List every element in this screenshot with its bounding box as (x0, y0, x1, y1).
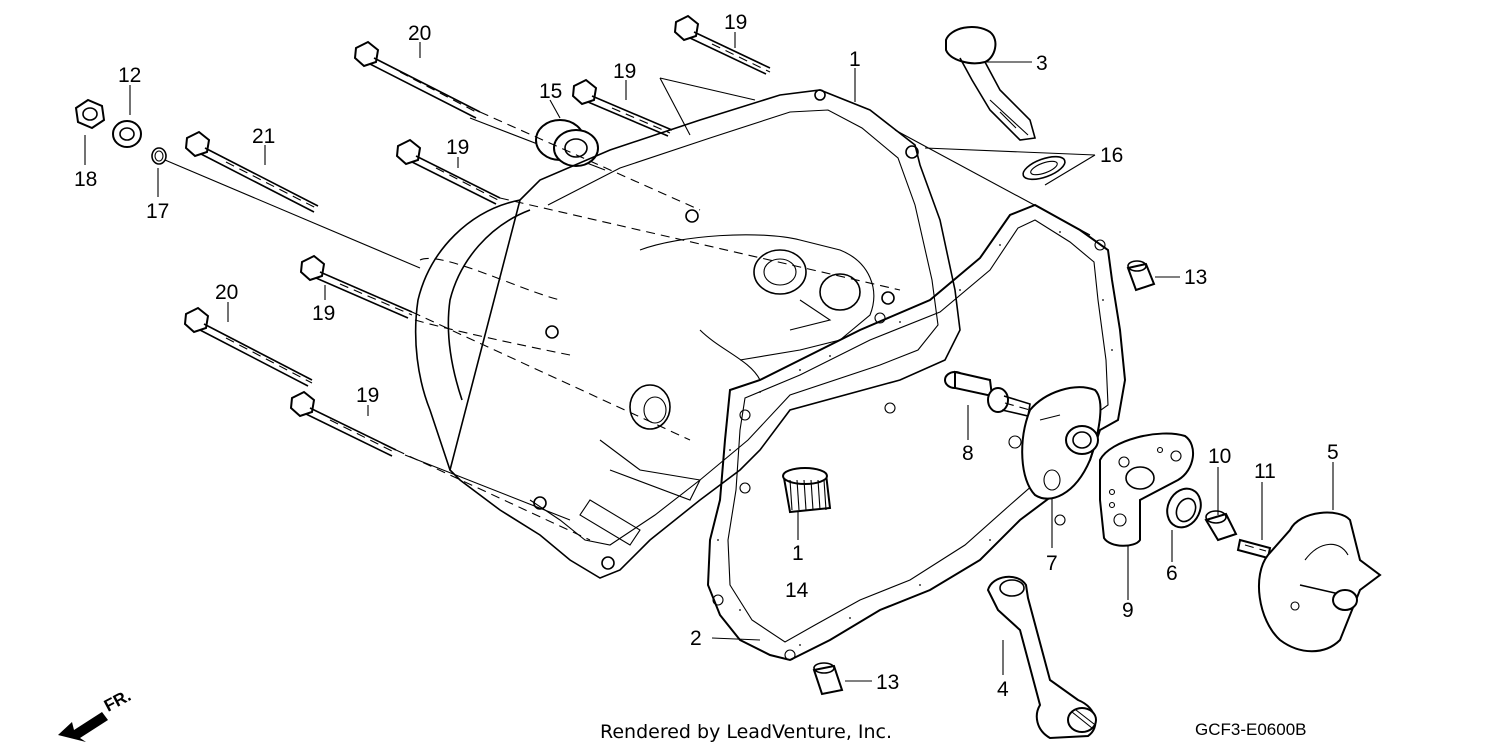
bolt-19-mid-icon (571, 78, 673, 137)
callout-21: 21 (252, 125, 275, 148)
callout-19-c: 19 (446, 136, 469, 159)
callout-17: 17 (146, 200, 169, 223)
callout-13-bottom: 13 (876, 671, 899, 694)
callout-14: 14 (785, 579, 809, 602)
bolt-19-bottom-icon (289, 390, 397, 457)
callout-13-top: 13 (1184, 266, 1207, 289)
callout-19-a: 19 (724, 11, 747, 34)
crankcase-cover-icon (395, 89, 961, 579)
callout-4: 4 (997, 678, 1009, 701)
callout-9: 9 (1122, 599, 1134, 622)
o-ring-16-icon (1022, 155, 1066, 181)
dowel-pin-13-bottom-icon (812, 662, 844, 696)
callout-8: 8 (962, 442, 974, 465)
callout-2: 2 (690, 627, 702, 650)
callout-6: 6 (1166, 562, 1178, 585)
bolt-19-top-icon (673, 14, 771, 75)
pin-11-icon (1236, 538, 1272, 560)
bolt-19-left-icon (299, 254, 413, 319)
nut-18-icon (74, 98, 106, 130)
drawing-code: GCF3-E0600B (1195, 720, 1307, 739)
render-credit: Rendered by LeadVenture, Inc. (600, 721, 892, 743)
bolt-19-center-icon (395, 138, 501, 205)
callout-labels: 20 19 1 3 19 15 12 21 19 16 18 17 13 20 … (74, 11, 1339, 701)
callout-3: 3 (1036, 52, 1048, 75)
gasket-plate-9-icon (1099, 432, 1194, 547)
o-ring-17-icon (151, 147, 167, 165)
bolt-20-top-icon (353, 40, 481, 119)
callout-19-e: 19 (356, 384, 379, 407)
callout-19-b: 19 (613, 60, 636, 83)
callout-12: 12 (118, 64, 141, 87)
washer-12-icon (112, 120, 142, 148)
bolt-20-bottom-icon (183, 306, 313, 387)
seal-15-icon (535, 119, 599, 167)
callout-7: 7 (1046, 552, 1058, 575)
callout-16: 16 (1100, 144, 1123, 167)
shift-arm-4-icon (986, 575, 1097, 740)
cover-plate-7-icon (1008, 386, 1102, 500)
arm-5-icon (1257, 511, 1382, 653)
callout-20-top: 20 (408, 22, 431, 45)
callout-15: 15 (539, 80, 562, 103)
dowel-pin-13-top-icon (1126, 260, 1156, 292)
callout-18: 18 (74, 168, 97, 191)
front-direction-arrow-icon: FR. (58, 686, 134, 742)
needle-bearing-14-icon (782, 467, 832, 514)
callout-20-bottom: 20 (215, 281, 238, 304)
callout-10: 10 (1208, 445, 1231, 468)
bolts (183, 14, 771, 457)
callout-5: 5 (1327, 441, 1339, 464)
collar-10-icon (1204, 510, 1238, 542)
direction-marker-text: FR. (101, 686, 134, 716)
callout-11: 11 (1254, 460, 1276, 483)
oil-seal-6-icon (1166, 487, 1202, 529)
bolt-21-icon (184, 130, 319, 213)
callout-1-bottom: 1 (792, 542, 804, 565)
callout-1-top: 1 (849, 48, 861, 71)
oil-filler-cap-3-icon (945, 25, 1037, 141)
callout-19-d: 19 (312, 302, 335, 325)
stud-bolt-8-icon (944, 370, 1031, 417)
